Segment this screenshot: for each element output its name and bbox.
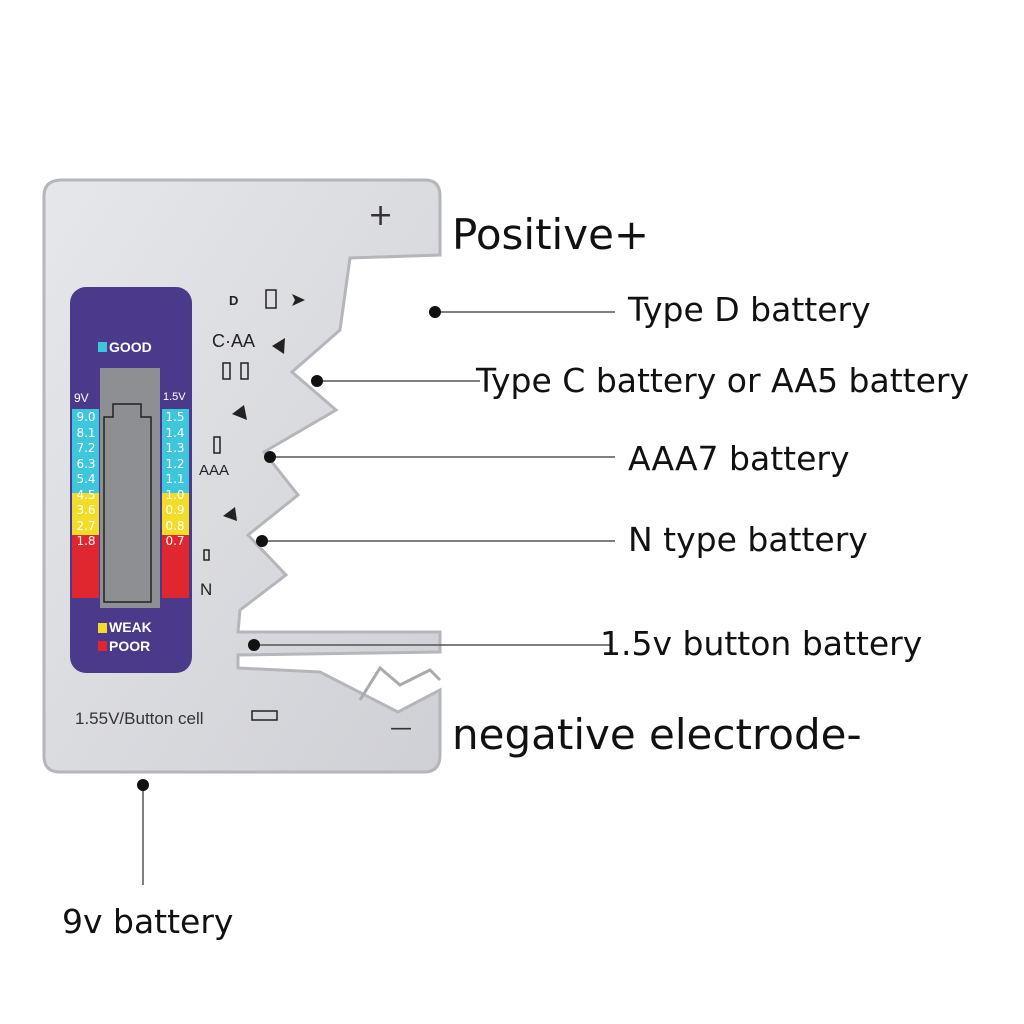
scale-value: 1.8 <box>76 534 96 548</box>
scale-value: 5.4 <box>76 472 96 486</box>
callout-button: 1.5v button battery <box>600 624 923 663</box>
battery-aaa-icon <box>213 436 221 454</box>
1-5v-scale: 1.5 1.4 1.3 1.2 1.1 1.0 0.9 0.8 0.7 <box>160 410 190 550</box>
scale-value: 1.4 <box>165 425 185 440</box>
scale-value: 6.3 <box>76 456 96 471</box>
callout-aaa: AAA7 battery <box>628 439 850 478</box>
scale-value: 2.7 <box>76 518 96 533</box>
lcd-window <box>100 368 160 608</box>
scale-value: 0.8 <box>165 518 185 533</box>
arrow-aaa-icon <box>232 405 247 420</box>
scale-value: 0.9 <box>165 503 185 517</box>
leader-lines <box>142 311 615 885</box>
scale-value: 9.0 <box>76 410 96 424</box>
9v-header: 9V <box>74 391 89 405</box>
slot-n-label: N <box>200 580 213 599</box>
weak-swatch <box>98 623 107 633</box>
slot-caa-label: C·AA <box>212 331 256 351</box>
scale-value: 1.1 <box>165 472 185 486</box>
slot-aaa-label: AAA <box>199 462 230 479</box>
poor-swatch <box>98 641 107 651</box>
arrow-d-icon <box>292 294 305 306</box>
button-cell-icon <box>251 710 278 721</box>
callout-negative: negative electrode- <box>452 710 862 759</box>
battery-aa-icon <box>240 362 249 380</box>
battery-c-icon <box>222 362 231 380</box>
good-swatch <box>98 342 107 352</box>
callout-n-type: N type battery <box>628 520 868 559</box>
negative-terminal-sign: — <box>390 716 412 741</box>
scale-value: 7.2 <box>76 441 96 455</box>
callout-type-c: Type C battery or AA5 battery <box>476 361 970 400</box>
lcd-battery-outline <box>103 403 152 603</box>
battery-n-icon <box>203 549 210 561</box>
callout-positive: Positive+ <box>452 210 650 259</box>
contact-spring <box>358 665 442 701</box>
positive-terminal-sign: + <box>368 198 394 233</box>
callout-type-d: Type D battery <box>628 290 871 329</box>
scale-value: 1.3 <box>165 441 185 455</box>
arrow-caa-icon <box>272 338 285 354</box>
scale-value: 1.2 <box>165 456 185 471</box>
weak-label: WEAK <box>109 619 152 635</box>
scale-value: 0.7 <box>165 534 185 548</box>
good-label: GOOD <box>109 339 152 355</box>
scale-value: 3.6 <box>76 503 96 517</box>
scale-value: 8.1 <box>76 425 96 440</box>
1-5v-header: 1.5V <box>163 391 186 403</box>
slot-d-label: D <box>229 293 239 308</box>
arrow-n-icon <box>223 507 237 521</box>
scale-value: 4.5 <box>76 487 96 502</box>
button-cell-label: 1.55V/Button cell <box>75 709 204 728</box>
poor-label: POOR <box>109 638 151 654</box>
callout-dots <box>137 306 441 791</box>
battery-d-icon <box>265 289 277 309</box>
scale-value: 1.5 <box>165 410 185 424</box>
9v-scale: 9.0 8.1 7.2 6.3 5.4 4.5 3.6 2.7 1.8 <box>71 410 101 550</box>
scale-value: 1.0 <box>165 487 185 502</box>
callout-9v: 9v battery <box>62 902 234 941</box>
